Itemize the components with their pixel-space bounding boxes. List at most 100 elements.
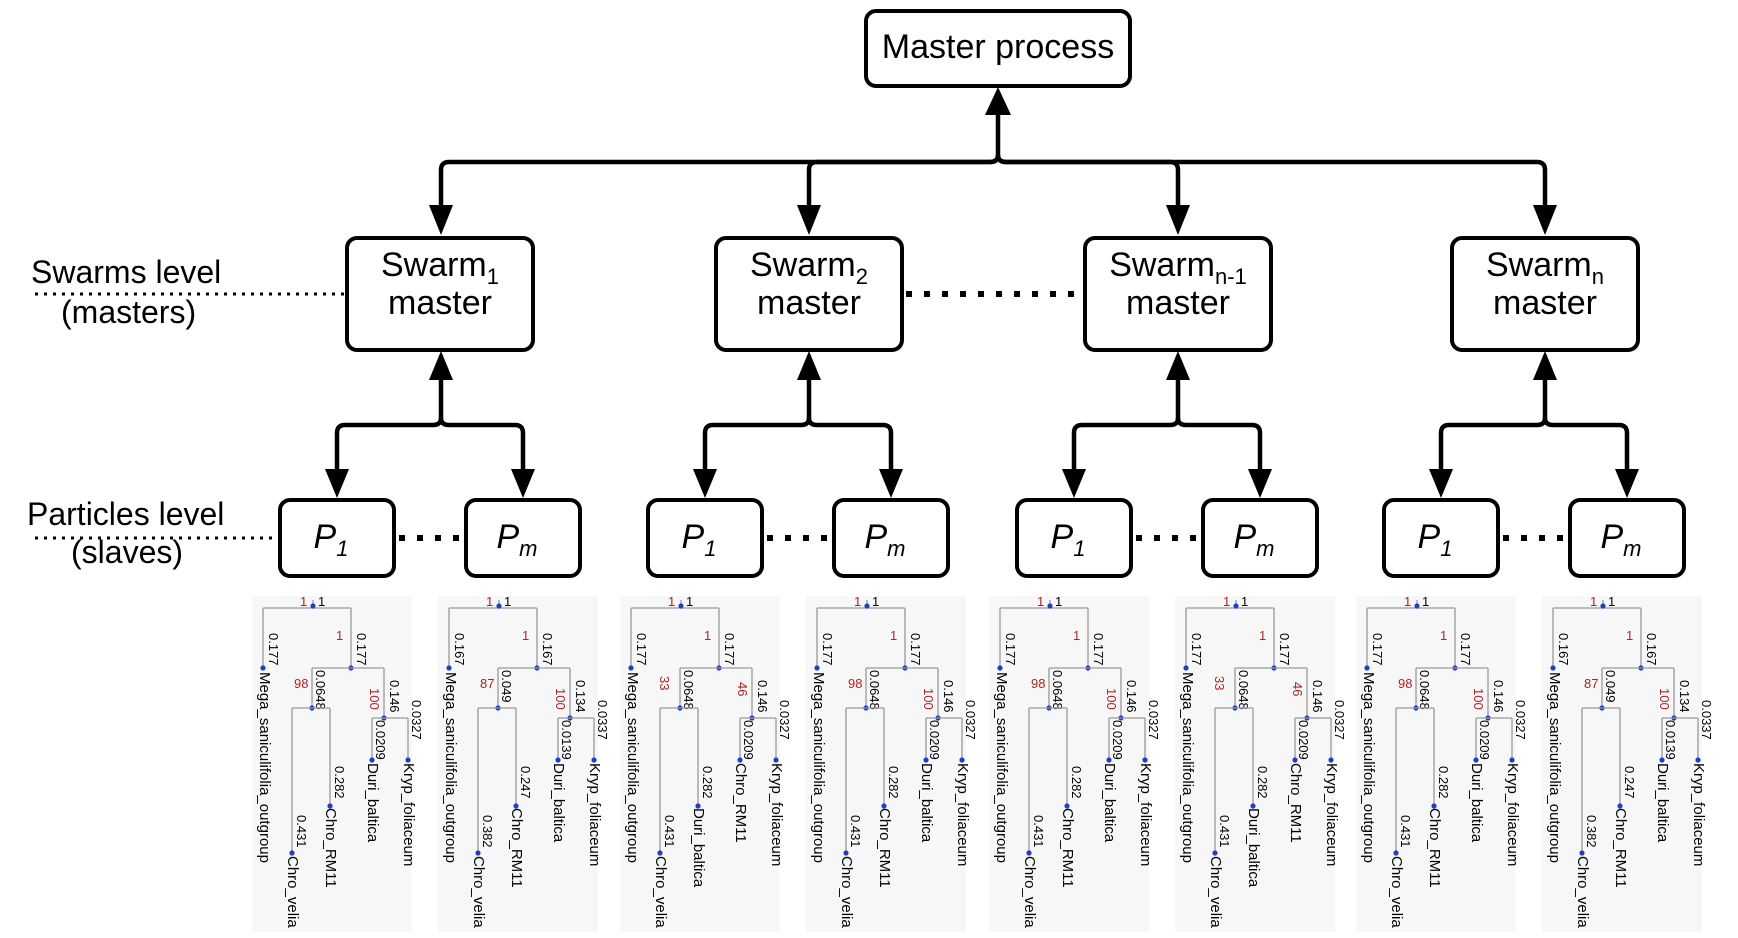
leaf-chro-velia: Chro_velia [652,856,669,928]
tree-node [496,603,502,609]
particle-label: P1 [1051,518,1086,561]
chro-bootstrap: 98 [1031,676,1045,691]
duri-branch-length: 0.0209 [1477,720,1492,760]
arrow-down-to-p1 [1062,469,1086,498]
tree-node [678,603,684,609]
tree-node [1183,665,1189,671]
tree-node [628,665,634,671]
kryp-branch-length: 0.0327 [777,700,792,740]
master-swarm-connectors [429,87,1557,235]
tree-node [1233,603,1239,609]
swarm-2-name: Swarm [750,246,856,284]
kryp-branch-length: 0.0327 [1332,700,1347,740]
kd-branch-length: 0.134 [573,680,588,713]
particle-last-node: Pm [1568,498,1686,578]
leaf-mega_saniculifolia_outgroup: Mega_saniculifolia_outgroup [1546,672,1563,863]
connector-to-pm [1175,417,1263,470]
leaf-chro-rm11: Chro_RM11 [732,763,749,843]
swarms-level-title: Swarms level [31,254,221,290]
ingroup-bootstrap: 1 [704,628,711,643]
kd-bootstrap: 100 [553,688,568,710]
ingroup-bootstrap: 1 [890,628,897,643]
leaf-chro-velia: Chro_velia [1207,856,1224,928]
root-branch-length: 1 [1055,594,1062,609]
particle-symbol: P [1418,518,1441,556]
tree-node [446,665,452,671]
cd-branch-length: 0.0648 [681,670,696,710]
leaf-chro-velia: Chro_velia [838,856,855,928]
velia-branch-length: 0.431 [1217,815,1232,848]
kryp-branch-length: 0.0337 [1699,700,1714,740]
ingroup-bootstrap: 1 [1626,628,1633,643]
arrow-down-to-p1 [1429,469,1453,498]
duri-branch-length: 0.0139 [559,720,574,760]
arrow-down-to-pm [511,469,535,498]
kd-bootstrap: 100 [921,688,936,710]
chro-branch-length: 0.0648 [313,670,328,710]
particle-label: Pm [864,518,905,561]
swarm-1-role: master [388,284,492,322]
particle-symbol: P [314,518,337,556]
particle-symbol: P [1600,518,1623,556]
kd-branch-length: 0.146 [1491,680,1506,713]
particle-subscript: m [1623,536,1641,561]
leaf-chro-velia: Chro_velia [1388,856,1405,928]
tree-node [1064,803,1070,809]
ingroup-branch-length: 0.177 [354,633,369,666]
svg-text:Swarm2: Swarm2 [750,246,868,289]
tree-node [997,665,1003,671]
swarm-n-1-subscript: n-1 [1215,264,1247,289]
root-bootstrap: 1 [1404,594,1411,609]
swarm-n-name: Swarm [1486,246,1592,284]
connector-to-pm [806,417,894,470]
root-branch-length: 1 [504,594,511,609]
ingroup-bootstrap: 1 [1259,628,1266,643]
tree-node [1250,803,1256,809]
connector-to-pm [438,417,526,470]
leaf-kryp-foliaceum: Kryp_foliaceum [954,763,971,866]
tree-background [989,596,1149,932]
connector-to-p1 [702,417,812,470]
ingroup-bootstrap: 1 [522,628,529,643]
tree-background [438,596,598,932]
tree-node [405,757,411,763]
tree-node [1431,803,1437,809]
particle-symbol: P [864,518,887,556]
arrow-down-to-pm [1615,469,1639,498]
particle-label: P1 [314,518,349,561]
kd-bootstrap: 100 [1471,688,1486,710]
tree-node [1414,603,1420,609]
swarm-2-subscript: 2 [856,264,868,289]
swarm-n-master-node: Swarmn master [1450,236,1640,352]
leaf-chro-rm11: Chro_RM11 [1059,808,1076,888]
tree-node [1328,757,1334,763]
tree-node [1579,850,1585,856]
duri-branch-length: 0.282 [1255,766,1270,799]
velia-branch-length: 0.431 [1398,815,1413,848]
tree-node [1106,757,1112,763]
tree-node [369,757,375,763]
tree-node [737,757,743,763]
leaf-chro-rm11: Chro_RM11 [1287,763,1304,843]
particle-label: P1 [682,518,717,561]
particle-subscript: 1 [1073,536,1085,561]
ingroup-bootstrap: 1 [1440,628,1447,643]
particle-symbol: P [1051,518,1074,556]
rm11-branch-length: 0.282 [1069,766,1084,799]
root-branch-length: 1 [686,594,693,609]
root-bootstrap: 1 [854,594,861,609]
leaf-kryp-foliaceum: Kryp_foliaceum [1323,763,1340,866]
particle-symbol: P [496,518,519,556]
root-bootstrap: 1 [300,594,307,609]
tree-node [1550,665,1556,671]
kryp-branch-length: 0.0337 [595,700,610,740]
chro-bootstrap: 98 [1398,676,1412,691]
particle-label: Pm [1233,518,1274,561]
cd-bootstrap: 33 [1212,676,1227,690]
